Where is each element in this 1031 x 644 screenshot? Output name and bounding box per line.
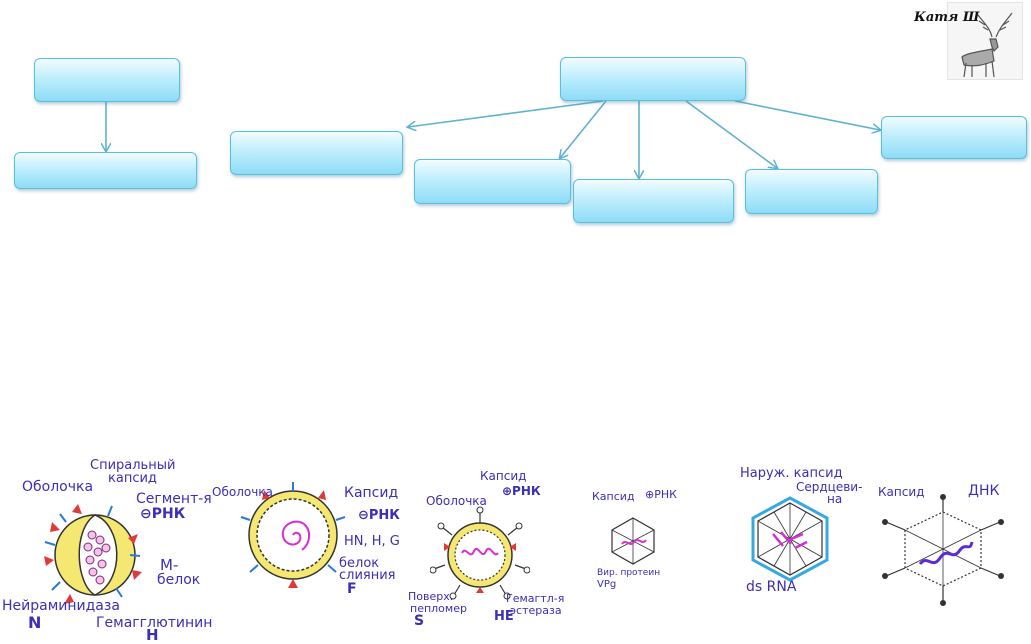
v1-envelope-label: Оболочка xyxy=(22,479,94,495)
v5-core-label-2: на xyxy=(827,492,843,506)
v4-rna-label: ⊕РНК xyxy=(645,488,677,501)
v3-envelope-label: Оболочка xyxy=(426,494,487,508)
arrow-center-2 xyxy=(560,100,607,158)
v1-helical-capsid-label: Спиральный xyxy=(90,458,176,473)
virus-3-drawing xyxy=(430,506,530,600)
v2-f-label: F xyxy=(347,581,357,597)
v1-mprotein-label: М- xyxy=(160,556,179,574)
v5-dsrna-label: ds RNA xyxy=(746,579,797,595)
v2-capsid-label: Капсид xyxy=(344,485,399,501)
v3-capsid-label: Капсид xyxy=(480,469,527,483)
v4-vpg-label-2: VPg xyxy=(597,579,617,590)
v1-n-label: N xyxy=(28,613,42,632)
box-child-4 xyxy=(745,169,878,214)
virus-4-drawing xyxy=(611,517,655,565)
v1-neuraminidase-label: Нейраминидаза xyxy=(2,598,120,614)
logo-text: Катя Ш xyxy=(914,10,980,25)
v1-segment-label-2: ⊖РНК xyxy=(140,506,186,522)
deer-icon xyxy=(961,12,1013,78)
box-child-5 xyxy=(881,116,1027,159)
box-left-bottom xyxy=(14,152,197,189)
v1-hemagglutinin-label: Гемагглютинин xyxy=(96,615,213,631)
v2-fusion-label-2: слияния xyxy=(339,568,396,583)
v3-rna-label: ⊕РНК xyxy=(502,484,541,498)
box-child-1 xyxy=(230,131,403,175)
v5-core-label: Сердцеви- xyxy=(796,480,863,494)
arrow-center-5 xyxy=(734,100,880,130)
v4-capsid-label: Капсид xyxy=(592,490,635,503)
v3-s-label: S xyxy=(414,613,425,629)
v3-he-label-2: эстераза xyxy=(510,604,562,617)
arrow-center-1 xyxy=(408,100,604,127)
v3-he-abbr: HE xyxy=(494,609,514,624)
v1-segment-label: Сегмент-я xyxy=(136,491,212,507)
v2-rna-label: ⊖РНК xyxy=(358,508,400,523)
box-center-top xyxy=(560,57,746,101)
v1-mprotein-label-2: белок xyxy=(157,572,201,588)
v2-hn-label: HN, H, G xyxy=(344,534,400,549)
deer-logo xyxy=(947,2,1023,80)
virus-6-drawing xyxy=(882,494,1004,606)
virus-1-drawing xyxy=(44,504,142,604)
v1-helical-capsid-label-2: капсид xyxy=(108,471,157,486)
box-child-3 xyxy=(573,179,734,223)
box-child-2 xyxy=(414,159,571,204)
v3-peplomer-label-2: пепломер xyxy=(410,602,467,615)
v2-envelope-label: Оболочка xyxy=(212,485,273,499)
v2-fusion-label: белок xyxy=(339,556,380,571)
v5-outer-label: Наруж. капсид xyxy=(740,466,843,481)
virus-5-drawing xyxy=(751,496,829,582)
v3-he-label: Гемагтл-я xyxy=(506,592,565,605)
arrow-center-4 xyxy=(685,100,777,168)
virus-2-drawing xyxy=(240,482,346,588)
v1-h-label: H xyxy=(146,626,159,644)
v6-dna-label: ДНК xyxy=(968,483,1000,499)
v3-peplomer-label: Поверх. xyxy=(408,590,454,603)
v6-capsid-label: Капсид xyxy=(878,485,925,499)
box-left-top xyxy=(34,58,180,102)
v4-vpg-label: Вир. протеин xyxy=(597,568,661,578)
